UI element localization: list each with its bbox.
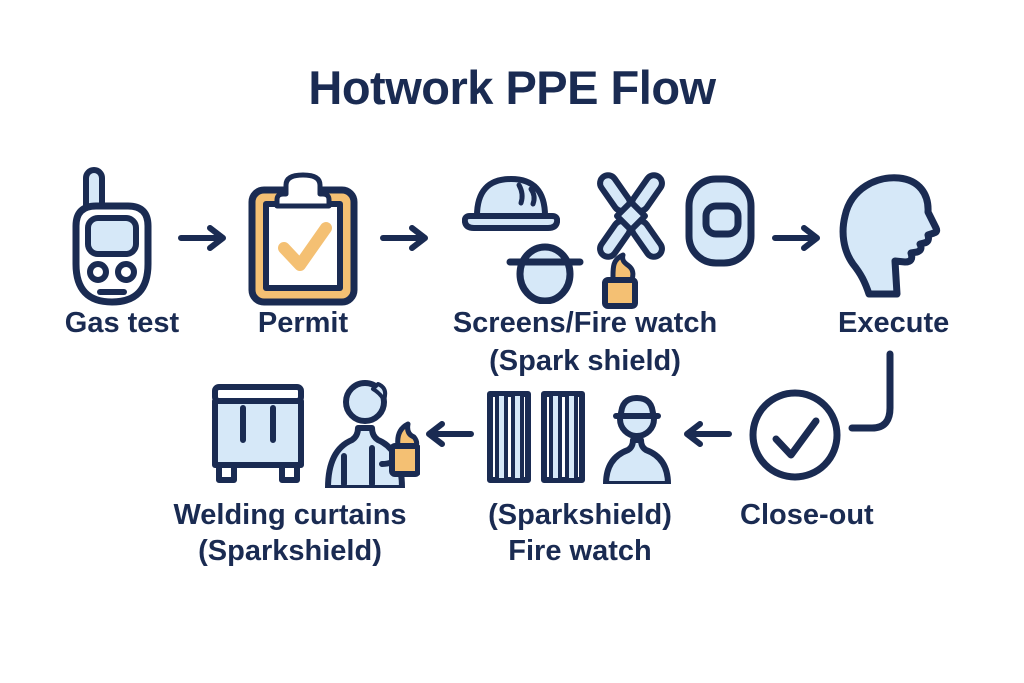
step-sublabel-screens: (Spark shield) — [489, 345, 681, 377]
step-sublabel-fire-watch: Fire watch — [508, 535, 652, 567]
welding-mask-icon — [685, 175, 755, 267]
step-sublabel-welding-curtains: (Sparkshield) — [198, 535, 382, 567]
head-profile-icon — [839, 174, 941, 298]
fire-watch-person-icon — [603, 395, 671, 484]
step-screens-fire-watch: Screens/Fire watch (Spark shield) — [425, 166, 755, 382]
hard-hat-icon — [462, 176, 560, 231]
step-label-permit: Permit — [257, 307, 349, 339]
fire-pot-icon — [602, 252, 638, 309]
step-label-screens: Screens/Fire watch — [452, 307, 718, 339]
arrow-right-icon — [772, 225, 820, 251]
step-label-gas-test: Gas test — [64, 307, 180, 339]
step-gas-test: Gas test — [60, 166, 184, 346]
step-execute: Execute — [838, 168, 950, 340]
curtain-panels-icon — [487, 391, 585, 483]
welding-curtain-icon — [212, 384, 304, 483]
gas-detector-icon — [72, 167, 152, 306]
welder-person-icon — [325, 380, 420, 488]
step-label-welding-curtains: Welding curtains — [173, 499, 407, 531]
head-with-strap-icon — [506, 243, 584, 304]
page-title: Hotwork PPE Flow — [308, 61, 716, 114]
step-fire-watch: (Sparkshield) Fire watch — [470, 388, 690, 574]
clipboard-check-icon — [248, 172, 358, 306]
arrow-right-icon — [178, 225, 226, 251]
step-label-execute: Execute — [838, 307, 950, 339]
step-label-fire-watch: (Sparkshield) — [488, 499, 672, 531]
arrow-left-icon — [426, 421, 474, 447]
crossed-screens-icon — [597, 172, 665, 260]
arrow-left-icon — [684, 421, 732, 447]
circle-check-icon — [749, 389, 841, 481]
arrow-right-icon — [380, 225, 428, 251]
step-welding-curtains: Welding curtains (Sparkshield) — [165, 376, 420, 574]
elbow-connector — [848, 350, 894, 432]
step-permit: Permit — [240, 168, 366, 346]
step-close-out: Close-out — [740, 386, 874, 534]
step-label-close-out: Close-out — [740, 499, 874, 531]
